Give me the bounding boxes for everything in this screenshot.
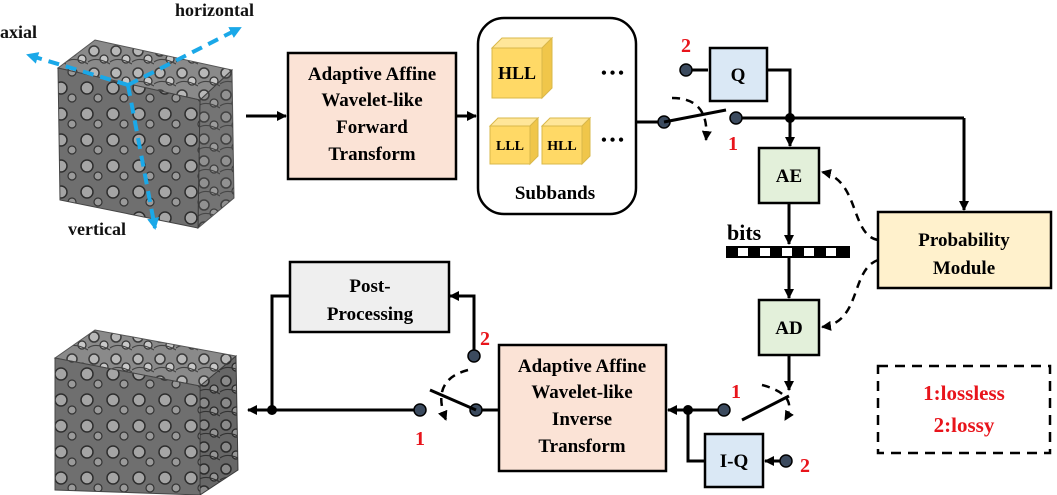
axis-label-vertical: vertical bbox=[68, 219, 126, 239]
svg-text:Processing: Processing bbox=[327, 304, 414, 325]
dashed-prob-to-ae bbox=[821, 168, 879, 242]
svg-text:Q: Q bbox=[731, 65, 746, 86]
output-switch bbox=[413, 349, 483, 421]
svg-text:Wavelet-like: Wavelet-like bbox=[321, 90, 422, 111]
dashed-prob-to-ad bbox=[821, 258, 879, 331]
svg-text:AD: AD bbox=[775, 318, 802, 339]
subbands-block: HLL LLL HLL ••• ••• Subbands bbox=[476, 16, 638, 216]
wire-post-out bbox=[270, 294, 290, 410]
arithmetic-encoder-block: AE bbox=[757, 146, 821, 205]
svg-text:Inverse: Inverse bbox=[552, 409, 612, 430]
output-volume-cube bbox=[53, 329, 239, 495]
svg-text:Module: Module bbox=[933, 258, 995, 279]
inverse-quantizer-block: I-Q bbox=[703, 432, 765, 489]
input-volume-cube bbox=[56, 39, 235, 230]
subband-cube-lll: LLL bbox=[488, 116, 540, 166]
svg-text:HLL: HLL bbox=[547, 139, 577, 154]
svg-text:Transform: Transform bbox=[328, 144, 415, 165]
axis-label-axial: axial bbox=[0, 22, 37, 42]
ellipsis-top: ••• bbox=[601, 65, 627, 82]
svg-text:Probability: Probability bbox=[918, 230, 1010, 251]
arithmetic-decoder-block: AD bbox=[757, 298, 821, 357]
switch-label-2-top: 2 bbox=[681, 35, 691, 57]
legend-lossy: 2:lossy bbox=[934, 413, 995, 437]
subband-cube-hll-bottom: HLL bbox=[540, 116, 592, 166]
svg-text:Adaptive Affine: Adaptive Affine bbox=[308, 64, 436, 85]
legend-lossless: 1:lossless bbox=[923, 381, 1005, 405]
wire-q-out bbox=[767, 68, 792, 118]
bitstream-bar bbox=[726, 246, 850, 258]
encoder-switch bbox=[657, 63, 743, 141]
svg-text:Wavelet-like: Wavelet-like bbox=[531, 382, 632, 403]
svg-text:I-Q: I-Q bbox=[720, 451, 749, 472]
switch-label-2-output: 2 bbox=[480, 328, 490, 350]
svg-text:Forward: Forward bbox=[336, 117, 408, 138]
switch-label-1-output: 1 bbox=[415, 428, 425, 450]
svg-text:Adaptive Affine: Adaptive Affine bbox=[518, 356, 646, 377]
svg-text:AE: AE bbox=[776, 166, 802, 187]
ellipsis-bottom: ••• bbox=[601, 132, 627, 149]
legend-box: 1:lossless 2:lossy bbox=[876, 364, 1052, 455]
switch-label-1-bottom: 1 bbox=[731, 381, 741, 403]
subbands-title: Subbands bbox=[515, 183, 595, 204]
svg-text:HLL: HLL bbox=[498, 63, 536, 83]
switch-label-1-top: 1 bbox=[728, 133, 738, 155]
svg-text:LLL: LLL bbox=[496, 139, 524, 154]
decoder-switch bbox=[717, 383, 794, 468]
quantizer-block: Q bbox=[708, 46, 769, 103]
svg-text:Transform: Transform bbox=[538, 436, 625, 457]
post-processing-block: Post- Processing bbox=[288, 260, 451, 334]
junction-bottom bbox=[683, 405, 693, 415]
inverse-transform-block: Adaptive Affine Wavelet-like Inverse Tra… bbox=[497, 343, 668, 473]
forward-transform-block: Adaptive Affine Wavelet-like Forward Tra… bbox=[286, 51, 458, 181]
arrow-to-postprocessing bbox=[449, 291, 476, 350]
axis-label-horizontal: horizontal bbox=[175, 0, 254, 20]
bits-label: bits bbox=[727, 220, 762, 245]
subband-cube-hll-top: HLL bbox=[490, 36, 554, 100]
switch-label-2-bottom: 2 bbox=[800, 455, 810, 477]
probability-module-block: Probability Module bbox=[876, 210, 1053, 290]
axis-arrows bbox=[26, 26, 242, 230]
wire-iq-out bbox=[686, 410, 705, 463]
junction-output bbox=[267, 405, 277, 415]
svg-text:Post-: Post- bbox=[349, 276, 390, 297]
